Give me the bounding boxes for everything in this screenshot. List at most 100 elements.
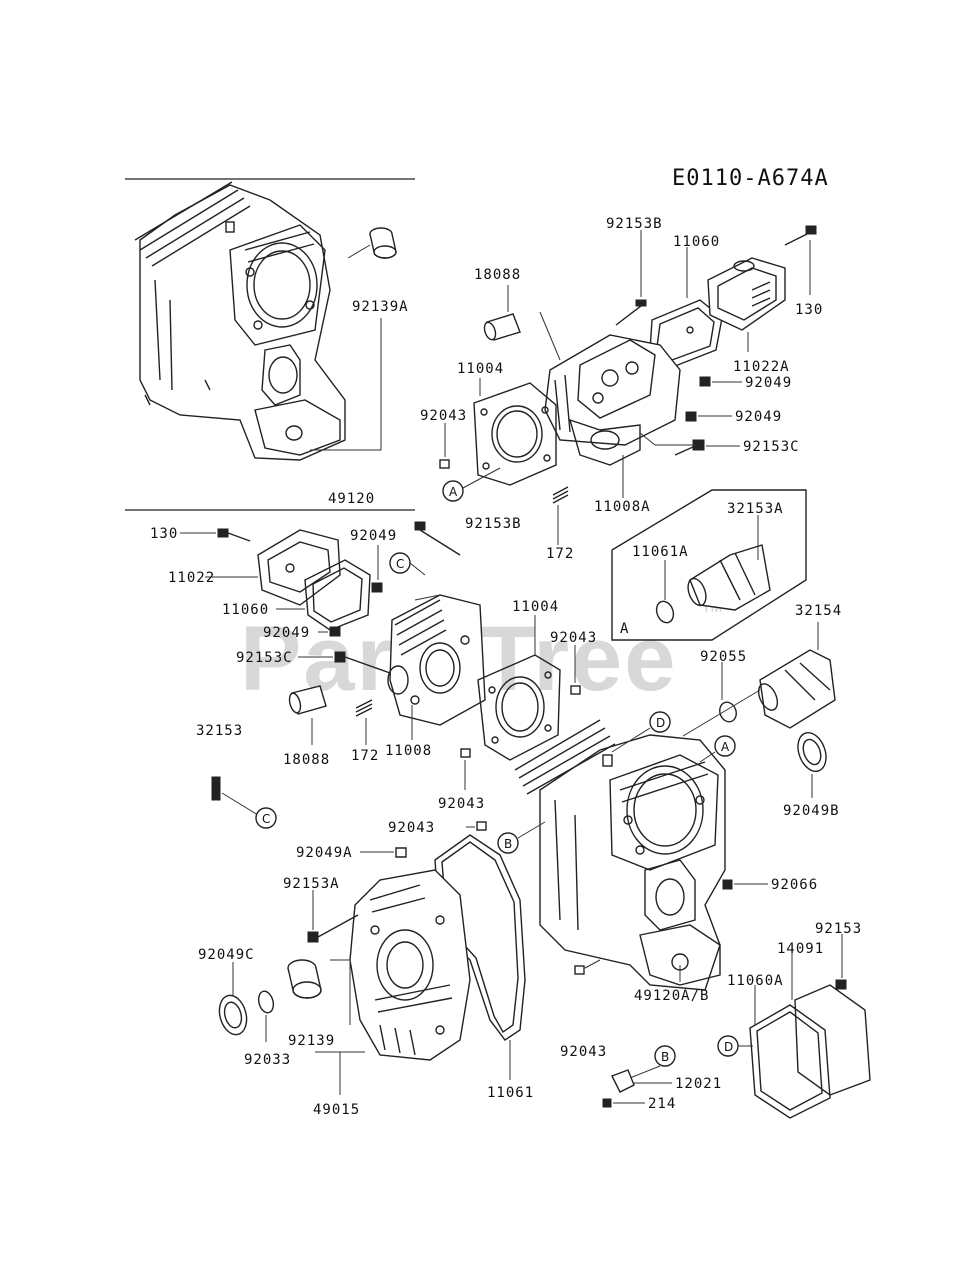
cylinder-head-11008a — [544, 334, 681, 466]
leader-92139a-b — [310, 318, 382, 451]
part-label-92055: 92055 — [700, 649, 747, 665]
gasket-11060a — [749, 1004, 831, 1119]
dowel-18088-top — [483, 313, 521, 341]
part-label-14091: 14091 — [777, 941, 824, 957]
callout-c-left-letter: C — [262, 812, 270, 826]
breather-32153a — [687, 544, 771, 611]
callout-a-top — [442, 480, 464, 502]
crankcase-overview-illustration — [134, 181, 346, 461]
leader-dowel-to-head — [539, 311, 561, 361]
seal-11061a — [655, 600, 675, 624]
detail-box-a-label: A — [620, 621, 629, 637]
nut-92049-mid-upper — [371, 582, 383, 593]
leader-breather-link — [682, 689, 761, 737]
fitting-12021 — [611, 1069, 635, 1093]
cylinder-head-11008 — [387, 594, 486, 726]
leader-mid-bolt — [414, 594, 441, 601]
callout-d-crankcase-letter: D — [656, 716, 665, 730]
bolt-92153b-mid — [414, 521, 461, 556]
breather-cover-32154 — [757, 649, 836, 729]
part-label-92153: 92153 — [815, 921, 862, 937]
oil-cap-92049a — [395, 847, 407, 858]
part-label-11061: 11061 — [487, 1085, 534, 1101]
part-label-11022a: 11022A — [733, 359, 790, 375]
part-label-92049-lower: 92049 — [735, 409, 782, 425]
crankcase-49120ab — [514, 719, 726, 991]
part-label-92153a: 92153A — [283, 876, 340, 892]
gasket-11004-mid — [477, 654, 561, 761]
callout-b-crankcase — [497, 832, 519, 854]
leader-callout-c-mid — [409, 562, 426, 576]
callout-d-crankcase — [649, 711, 671, 733]
bearing-92139 — [287, 959, 322, 999]
part-label-92153b-lower: 92153B — [465, 516, 522, 532]
leader-clip-c — [221, 792, 259, 816]
part-label-11060a: 11060A — [727, 973, 784, 989]
leader-callout-d-crankcase — [611, 727, 651, 753]
part-label-32154: 32154 — [795, 603, 842, 619]
diagram-code: E0110-A674A — [672, 166, 829, 191]
callout-c-left — [255, 807, 277, 829]
leader-callout-a-top — [462, 467, 501, 489]
nut-92049-upper — [699, 376, 711, 387]
callout-a-top-letter: A — [449, 485, 458, 499]
part-label-92049a: 92049A — [296, 845, 353, 861]
callout-b-bottom-letter: B — [661, 1050, 669, 1064]
dowel-92043-crankcase — [476, 821, 487, 831]
part-label-11004-mid: 11004 — [512, 599, 559, 615]
clip-c-part — [211, 776, 221, 801]
section-header-crankcase: 49120 — [328, 491, 375, 507]
callout-a-crankcase-letter: A — [721, 740, 730, 754]
part-label-92153b-top: 92153B — [606, 216, 663, 232]
detail-box-a — [611, 489, 807, 641]
bolt-92153b-top — [615, 299, 647, 326]
part-label-172-top: 172 — [546, 546, 574, 562]
part-label-11008: 11008 — [385, 743, 432, 759]
seal-92049b — [797, 731, 827, 773]
leader-callout-b-crankcase — [517, 821, 546, 839]
dowel-92043-lower-crankcase — [574, 965, 585, 975]
gasket-11004-top — [473, 382, 557, 486]
bolt-92153c-top — [674, 439, 705, 456]
cover-plate-14091 — [794, 984, 871, 1096]
part-label-92049b: 92049B — [783, 803, 840, 819]
part-label-12021: 12021 — [675, 1076, 722, 1092]
cover-11022 — [257, 529, 341, 606]
part-label-92049c: 92049C — [198, 947, 255, 963]
screw-214 — [602, 1098, 612, 1108]
stud-172-top — [552, 486, 569, 504]
part-label-92033: 92033 — [244, 1052, 291, 1068]
nut-92049-mid-lower — [329, 626, 341, 637]
part-label-92043-bottom: 92043 — [560, 1044, 607, 1060]
part-label-92049-mid-upper: 92049 — [350, 528, 397, 544]
crankcase-cover-49015 — [349, 869, 471, 1061]
gasket-11060-mid — [304, 559, 371, 631]
leader-callout-a-crankcase — [699, 751, 716, 763]
part-label-92049-mid-lower: 92049 — [263, 625, 310, 641]
leader-92043-lower-crankcase — [584, 959, 601, 969]
leader-head-to-nut — [639, 432, 695, 446]
part-label-214: 214 — [648, 1096, 676, 1112]
part-label-92049-upper: 92049 — [745, 375, 792, 391]
part-label-92043-top: 92043 — [420, 408, 467, 424]
part-label-11004-top: 11004 — [457, 361, 504, 377]
cover-11022a — [707, 257, 786, 331]
part-label-49120ab: 49120A/B — [634, 988, 709, 1004]
dowel-92043-mid-upper — [570, 685, 581, 695]
snap-ring-92033 — [257, 990, 275, 1014]
part-label-130-top: 130 — [795, 302, 823, 318]
bolt-92153a — [307, 914, 359, 943]
part-label-92153c-top: 92153C — [743, 439, 800, 455]
leader-callout-b-bottom — [629, 1065, 661, 1079]
leader-92139a-a — [347, 244, 371, 259]
part-label-92043-mid-upper: 92043 — [550, 630, 597, 646]
bolt-130-top — [784, 225, 817, 246]
dowel-18088-mid — [288, 685, 327, 715]
part-label-92139a: 92139A — [352, 299, 409, 315]
callout-d-plate-letter: D — [724, 1040, 733, 1054]
nut-92049-lower — [685, 411, 697, 422]
part-label-92153c-mid: 92153C — [236, 650, 293, 666]
plug-92066 — [722, 879, 733, 890]
